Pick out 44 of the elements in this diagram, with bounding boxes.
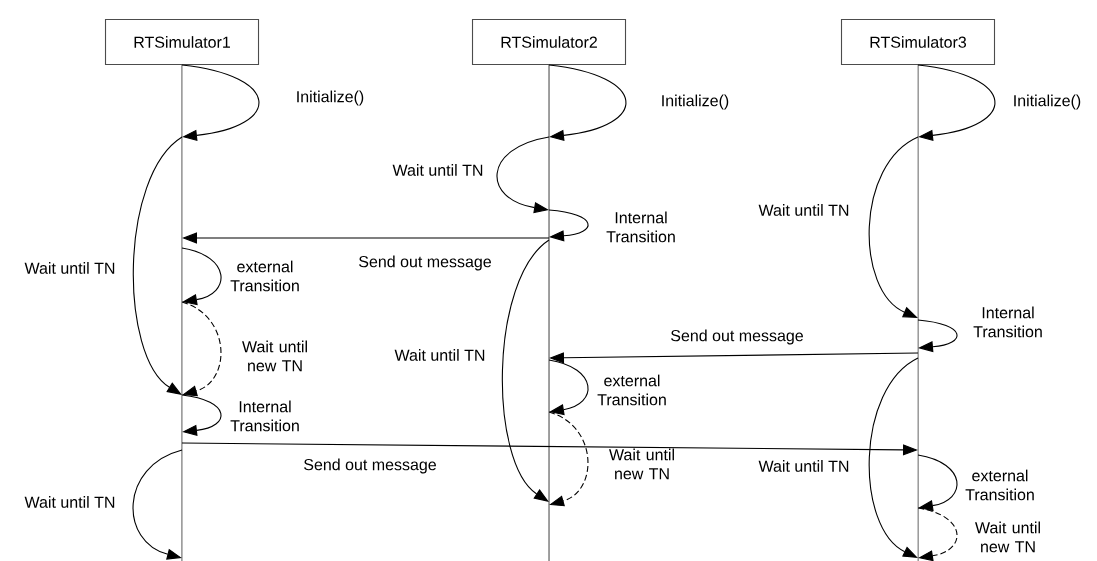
self-arrow — [917, 64, 996, 141]
edge-label: Send out message — [671, 329, 803, 345]
edge-label: Wait until new TN — [242, 340, 307, 372]
edge-label: Send out message — [359, 255, 491, 271]
edge-label: Wait until TN — [758, 460, 849, 472]
edge-label: Wait until TN — [758, 204, 849, 216]
edge-label: Send out message — [304, 458, 436, 474]
edge-label: Initialize() — [662, 94, 729, 110]
edge-label: Wait until TN — [392, 164, 483, 176]
edge-label: Initialize() — [297, 90, 364, 106]
lifeline — [548, 64, 550, 561]
participant-box: RTSimulator3 — [840, 18, 996, 66]
edge-label: Internal Transition — [973, 306, 1042, 338]
self-arrow — [132, 449, 183, 560]
self-arrow — [868, 136, 919, 318]
lifeline — [917, 64, 919, 561]
self-arrow — [548, 64, 627, 141]
edge-label: Wait until TN — [24, 496, 115, 508]
self-arrow — [181, 301, 222, 397]
edge-label: Wait until TN — [394, 349, 485, 361]
edge-label: Initialize() — [1014, 94, 1081, 110]
self-arrow — [132, 136, 183, 395]
edge-label: Wait until new TN — [609, 448, 674, 480]
edge-label: external Transition — [965, 469, 1034, 501]
self-arrow — [917, 507, 958, 561]
edge-label: external Transition — [230, 260, 299, 292]
self-arrow — [548, 359, 589, 416]
self-arrow — [181, 247, 222, 306]
self-arrow — [548, 209, 589, 242]
self-arrow — [181, 64, 260, 141]
edge-label: Internal Transition — [606, 211, 675, 243]
self-arrow — [501, 239, 550, 502]
edge-label: Wait until new TN — [975, 521, 1040, 553]
participant-box: RTSimulator1 — [104, 18, 260, 66]
participant-box: RTSimulator2 — [471, 18, 627, 66]
self-arrow — [548, 411, 589, 507]
self-arrow — [917, 454, 958, 512]
edge-label: Internal Transition — [230, 400, 299, 432]
edge-label: external Transition — [597, 374, 666, 406]
self-arrow — [868, 357, 919, 558]
self-arrow — [181, 394, 222, 436]
self-arrow — [917, 319, 958, 353]
edge-label: Wait until TN — [24, 262, 115, 274]
lifeline — [181, 64, 183, 561]
